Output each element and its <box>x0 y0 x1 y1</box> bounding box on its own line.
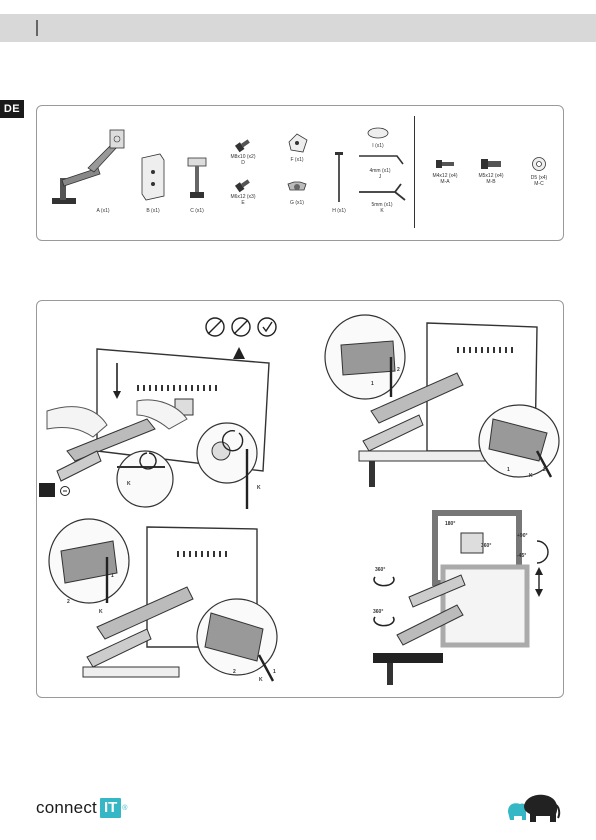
screw-icon <box>435 158 455 170</box>
rotation-label-360-c: 360° <box>373 609 383 615</box>
part-plate-f: F (x1) <box>277 132 317 163</box>
part-label-nut-g: G (x1) <box>277 200 317 206</box>
part-screw-ma: M4x12 (x4) M-A <box>425 158 465 185</box>
attach-monitor-illustration <box>37 301 297 511</box>
step3-num-2a: 2 <box>67 599 70 605</box>
plate-icon <box>285 132 309 154</box>
step3-num-2b: 2 <box>233 669 236 675</box>
washer-icon <box>530 156 548 172</box>
part-key-k: 5mm (x1) K <box>355 180 409 214</box>
brand-logo: connect IT ® <box>36 796 127 820</box>
part-label-washer-i: I (x1) <box>355 143 401 149</box>
parts-divider <box>414 116 415 228</box>
clamp-icon <box>184 154 210 202</box>
part-sub-screw-ma: M-A <box>425 179 465 185</box>
brand-name: connect <box>36 798 97 818</box>
monitor-arm-icon <box>48 124 128 208</box>
part-arm: A (x1) <box>43 124 133 208</box>
step-cable-management: 1 2 K 2 1 K <box>37 517 297 695</box>
step-attach-monitor: K K <box>37 301 297 511</box>
part-screw-mb: M5x12 (x4) M-B <box>471 158 511 185</box>
step-rotation-ranges: 180° 360° 360° 360° +90° -45° <box>357 497 563 693</box>
parts-panel: A (x1) B (x1) C (x1) M8x10 (x2) D M6x12 … <box>36 105 564 241</box>
part-label-clamp: C (x1) <box>177 208 217 214</box>
rotation-illustration <box>357 497 563 693</box>
part-washer-i: I (x1) <box>355 126 401 149</box>
part-sub-screw-mb: M-B <box>471 179 511 185</box>
step2-num-2b: 2 <box>543 467 546 473</box>
rotation-label-180: 180° <box>445 521 455 527</box>
bracket-icon <box>138 152 168 202</box>
header-bar <box>0 14 596 42</box>
part-clamp: C (x1) <box>177 154 217 214</box>
part-label-bolt-h: H (x1) <box>319 208 359 214</box>
wing-nut-icon <box>286 178 308 194</box>
washer-icon <box>366 126 390 140</box>
part-bracket: B (x1) <box>133 152 173 214</box>
language-tab: DE <box>0 100 24 118</box>
part-label-bracket: B (x1) <box>133 208 173 214</box>
rotation-label-360-a: 360° <box>481 543 491 549</box>
tension-adjust-illustration <box>307 301 563 501</box>
rotate-icon <box>59 485 71 497</box>
part-screw-d: M8x10 (x2) D <box>223 136 263 166</box>
part-washer-mc: D5 (x4) M-C <box>519 156 559 187</box>
part-sub-washer-mc: M-C <box>519 181 559 187</box>
part-nut-g: G (x1) <box>277 178 317 206</box>
cable-management-illustration <box>37 517 297 695</box>
screw-icon <box>234 176 252 194</box>
part-label-arm: A (x1) <box>83 208 123 214</box>
brand-box: IT <box>100 798 121 818</box>
screw-icon <box>480 158 502 170</box>
registered-mark: ® <box>122 805 127 812</box>
step3-num-1b: 1 <box>273 669 276 675</box>
part-key-j: 4mm (x1) J <box>355 152 405 180</box>
monitor-icon <box>39 483 55 497</box>
step1-label-k-a: K <box>127 481 131 487</box>
part-sub-screw-e: E <box>223 200 263 206</box>
part-sub-screw-d: D <box>223 160 263 166</box>
step3-label-k-b: K <box>259 677 263 683</box>
part-sub-key-k: K <box>355 208 409 214</box>
step-adjust-tension: 2 1 1 2 K <box>307 301 563 501</box>
step3-label-k-a: K <box>99 609 103 615</box>
tilt-down-label: -45° <box>517 553 526 559</box>
part-screw-e: M6x12 (x3) E <box>223 176 263 206</box>
hex-key-icon <box>355 180 409 202</box>
long-bolt-icon <box>334 150 344 204</box>
rotation-label-360-b: 360° <box>375 567 385 573</box>
step1-label-k-b: K <box>257 485 261 491</box>
elephant-logo-icon <box>504 790 562 824</box>
tilt-up-label: +90° <box>517 533 527 539</box>
step2-num-2a: 2 <box>397 367 400 373</box>
step3-num-1a: 1 <box>111 573 114 579</box>
screw-icon <box>234 136 252 154</box>
part-bolt-h: H (x1) <box>319 150 359 214</box>
header-divider <box>36 20 38 36</box>
part-label-plate-f: F (x1) <box>277 157 317 163</box>
step2-label-k: K <box>529 473 533 479</box>
steps-panel: K K 2 1 1 2 <box>36 300 564 698</box>
hex-key-icon <box>355 152 405 168</box>
step2-num-1b: 1 <box>507 467 510 473</box>
step2-num-1a: 1 <box>371 381 374 387</box>
